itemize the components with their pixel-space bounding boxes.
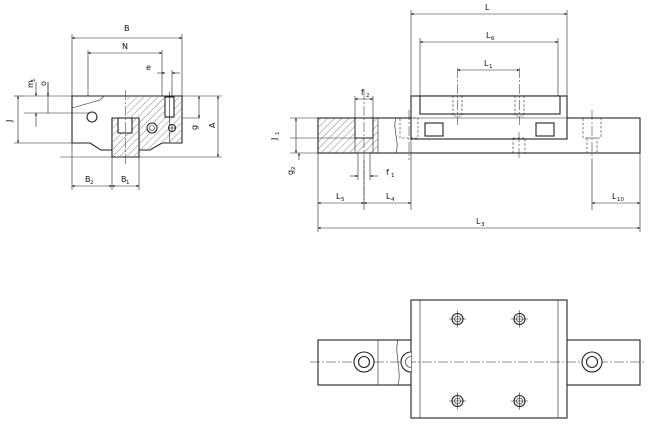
carriage-hole-2 <box>514 68 525 125</box>
label-L6: L <box>486 31 491 40</box>
label-L1: L <box>484 59 489 68</box>
ball-right <box>146 122 158 134</box>
label-L5-sub: 5 <box>341 197 345 203</box>
label-J1-sub: 1 <box>275 132 281 136</box>
label-L1-sub: 1 <box>489 64 493 70</box>
label-g: g <box>190 125 199 130</box>
label-B: B <box>124 24 130 33</box>
seal-lip <box>71 95 105 109</box>
carriage-mount-hole-3 <box>449 392 466 410</box>
carriage-body-side <box>419 95 561 115</box>
label-f1-sub: 1 <box>391 173 395 179</box>
label-f2: f <box>361 88 364 97</box>
carriage-mount-hole-1 <box>449 310 466 328</box>
label-L10-sub: 10 <box>617 197 624 203</box>
label-L4: L <box>386 192 391 201</box>
label-N: N <box>122 42 128 51</box>
rail-hole-top-1 <box>353 351 375 373</box>
label-m1: m <box>26 80 35 88</box>
rail-break-curve <box>394 117 398 154</box>
label-g2-sub: 2 <box>291 167 297 171</box>
rail-hole-top-2 <box>400 351 412 373</box>
carriage-mount-hole-4 <box>511 392 528 410</box>
label-L5: L <box>336 192 341 201</box>
side-view: L L 6 L 1 f 2 f 1 J 1 g 2 <box>270 3 641 232</box>
top-view <box>310 299 645 419</box>
label-B2-sub: 2 <box>90 180 94 186</box>
label-e: e <box>146 63 151 72</box>
label-o: o <box>39 81 48 86</box>
end-seal-left <box>424 122 444 137</box>
label-L: L <box>485 3 490 12</box>
label-L3-sub: 3 <box>481 222 485 228</box>
label-L6-sub: 6 <box>491 36 495 42</box>
ball-right-inner <box>149 125 155 131</box>
label-B1-sub: 1 <box>126 180 130 186</box>
label-L10: L <box>612 192 617 201</box>
label-L4-sub: 4 <box>391 197 395 203</box>
rail-bolt-hole <box>117 117 133 134</box>
label-L3: L <box>476 217 481 226</box>
label-B1: B <box>121 175 127 184</box>
label-m1-sub: 1 <box>31 79 37 83</box>
ball-left <box>86 111 98 123</box>
label-A: A <box>208 122 217 128</box>
label-B2: B <box>85 175 91 184</box>
label-g2: g <box>286 170 295 175</box>
label-f2-sub: 2 <box>366 93 370 99</box>
carriage-hole-1 <box>452 68 463 125</box>
end-seal-right <box>535 122 555 137</box>
label-f1: f <box>386 168 389 177</box>
carriage-top <box>410 299 568 419</box>
label-J1: J <box>270 138 279 141</box>
label-J: J <box>5 120 14 123</box>
carriage-mount-hole-2 <box>511 310 528 328</box>
end-view: B N e m 1 o J g A <box>5 24 222 190</box>
rail-hole-top-3 <box>581 351 603 373</box>
